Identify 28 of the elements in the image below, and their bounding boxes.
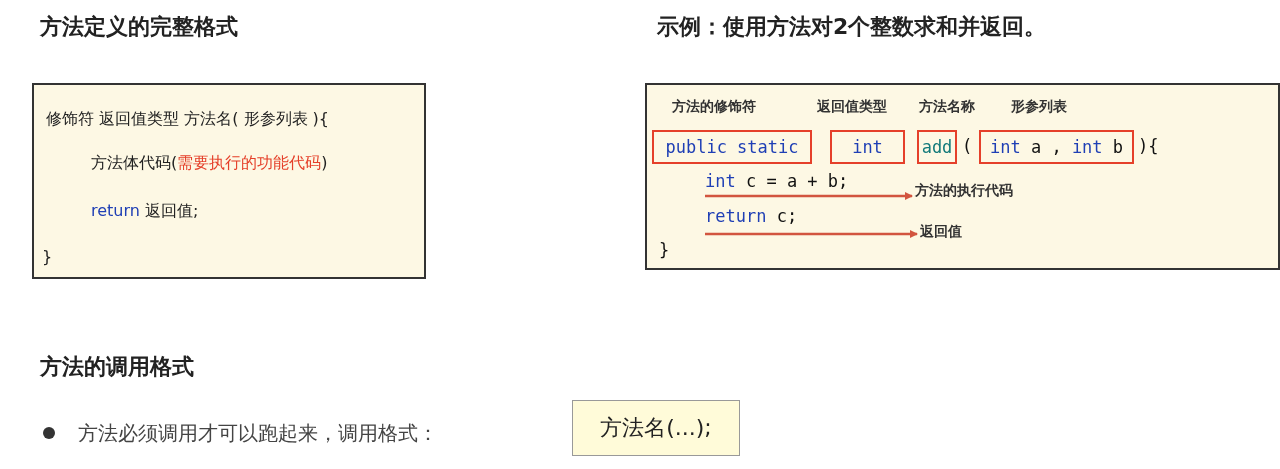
code-line: 修饰符 返回值类型 方法名( 形参列表 ){: [46, 109, 329, 130]
code-line: return 返回值;: [91, 201, 199, 222]
annotation-label: 返回值类型: [817, 98, 887, 116]
code-line: }: [42, 247, 53, 266]
code-line: int c = a + b;: [705, 171, 849, 191]
annotation-label: 方法的执行代码: [915, 182, 1013, 200]
annotation-label: 形参列表: [1011, 98, 1067, 116]
code-line: return c;: [705, 206, 798, 226]
code-text: (: [962, 136, 973, 156]
highlight-box: add: [917, 130, 957, 164]
bullet-text: 方法必须调用才可以跑起来，调用格式：: [78, 420, 438, 447]
highlight-box: int a , int b: [979, 130, 1134, 164]
syntax-box: 方法名(...);: [572, 400, 740, 456]
highlight-box: public static: [652, 130, 812, 164]
highlight-box: int: [830, 130, 905, 164]
arrow: [705, 192, 913, 200]
heading: 方法的调用格式: [40, 353, 194, 381]
heading: 示例：使用方法对2个整数求和并返回。: [657, 13, 1047, 41]
annotation-label: 方法名称: [919, 98, 975, 116]
code-line: 方法体代码(需要执行的功能代码): [91, 153, 328, 174]
code-text: }: [659, 240, 670, 260]
code-panel: [645, 83, 1280, 270]
heading: 方法定义的完整格式: [40, 13, 238, 41]
annotation-label: 返回值: [920, 223, 962, 241]
code-panel: [32, 83, 426, 279]
code-text: ){: [1138, 136, 1159, 156]
annotation-label: 方法的修饰符: [672, 98, 756, 116]
arrow: [705, 230, 918, 238]
